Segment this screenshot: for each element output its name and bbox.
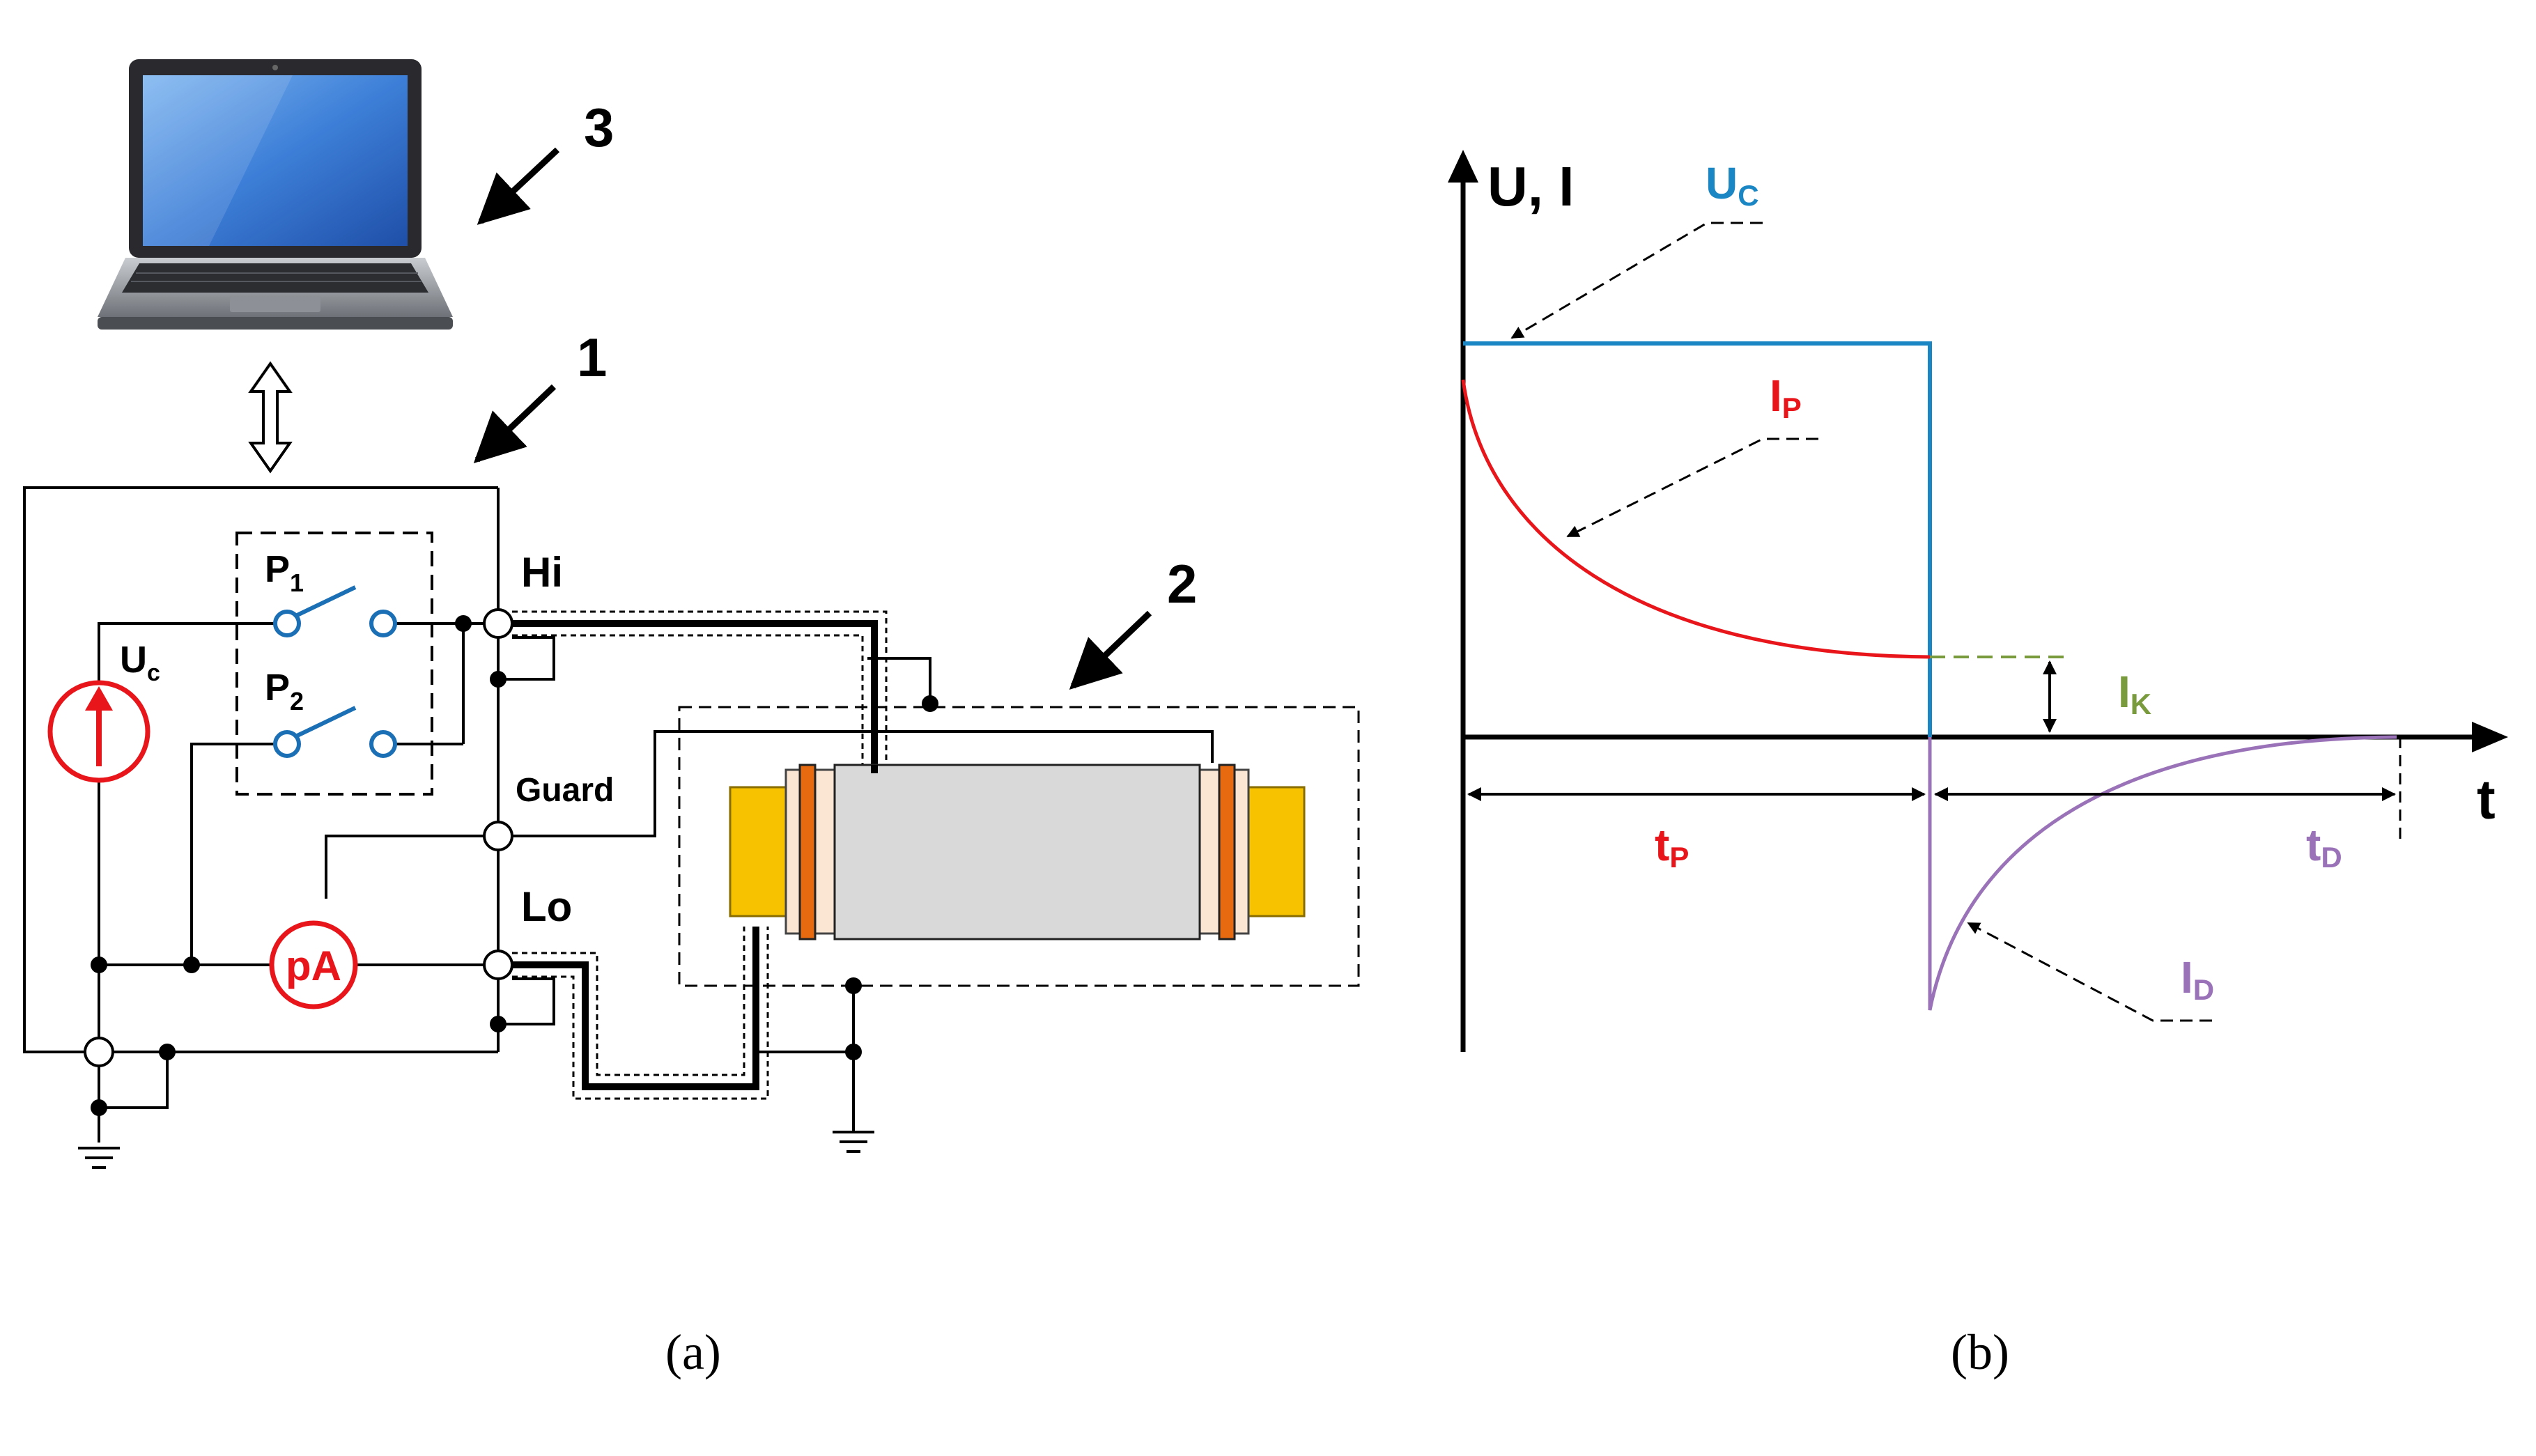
depolarization-curve xyxy=(1928,735,2397,1011)
sample-shield-box xyxy=(678,706,1360,987)
y-axis-label: U, I xyxy=(1487,155,1574,217)
ground-symbol-left xyxy=(78,1147,120,1169)
junctions xyxy=(91,615,938,1116)
panel-b: U, I t UC IP IK ID tP tD xyxy=(1448,150,2508,1052)
switch-p2 xyxy=(273,706,397,758)
label-2: 2 xyxy=(1167,553,1197,614)
panel-a: 3 1 2 xyxy=(23,59,1360,1169)
leader-lines xyxy=(1510,222,2212,1022)
voltage-source xyxy=(47,680,150,783)
label-ik: IK xyxy=(2118,667,2151,720)
coax-cable-lo xyxy=(512,927,769,1100)
label-1: 1 xyxy=(577,327,607,388)
label-uc: Uc xyxy=(120,639,160,686)
polarization-curve xyxy=(1461,379,1931,659)
switch-box xyxy=(235,532,433,796)
terminal-guard xyxy=(483,821,513,851)
x-axis-label: t xyxy=(2477,768,2496,830)
label-lo: Lo xyxy=(521,883,572,930)
caption-a: (a) xyxy=(665,1324,721,1380)
picoammeter xyxy=(269,920,358,1009)
data-link-arrow xyxy=(248,361,293,474)
caption-b: (b) xyxy=(1951,1324,2009,1380)
terminal-ground xyxy=(84,1037,114,1067)
ammeter-label: pA xyxy=(286,943,341,989)
switch-p1 xyxy=(273,585,397,637)
label-td: tD xyxy=(2306,820,2342,874)
label-guard: Guard xyxy=(516,772,614,809)
label-id-curve: ID xyxy=(2181,952,2214,1006)
terminal-hi xyxy=(483,608,513,639)
terminal-lo xyxy=(483,950,513,980)
voltage-curve xyxy=(1463,341,1932,737)
label-p1: P1 xyxy=(265,548,304,597)
terminals xyxy=(84,608,513,1067)
laptop-icon xyxy=(98,59,453,330)
cable-sample xyxy=(729,764,1306,940)
label-p2: P2 xyxy=(265,667,304,715)
label-ip-curve: IP xyxy=(1770,371,1802,424)
axes xyxy=(1448,150,2508,1052)
coax-cable-hi xyxy=(512,610,888,770)
label-tp: tP xyxy=(1655,820,1689,874)
label-3: 3 xyxy=(584,97,614,158)
ground-symbol-right xyxy=(833,1131,874,1153)
label-hi: Hi xyxy=(521,549,563,596)
label-uc-curve: UC xyxy=(1706,158,1759,212)
pointer-arrows xyxy=(473,147,1152,690)
